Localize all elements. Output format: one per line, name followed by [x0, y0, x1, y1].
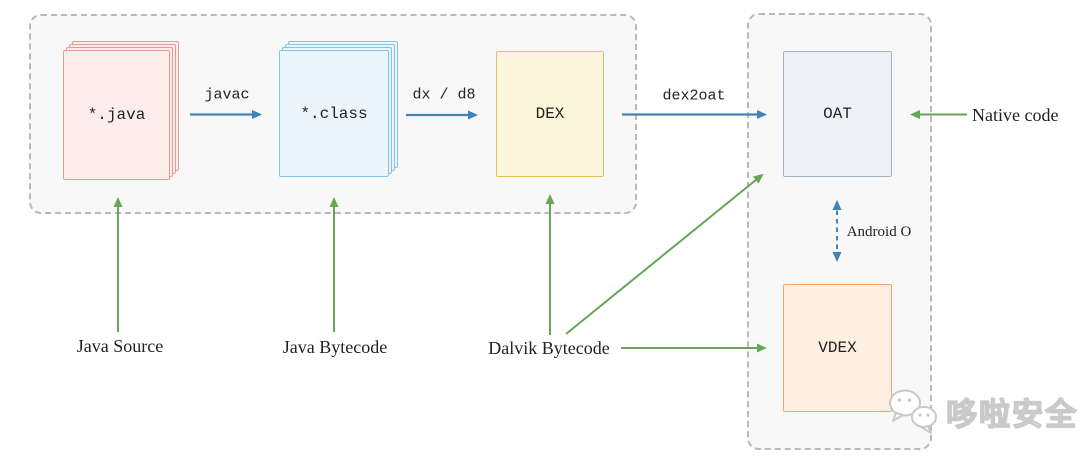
dalvik-bytecode-label: Dalvik Bytecode	[488, 338, 610, 358]
native-code-label: Native code	[972, 105, 1059, 125]
dex-box: DEX	[496, 51, 604, 177]
dex-box-label: DEX	[535, 105, 565, 123]
dex2oat-arrow-label: dex2oat	[662, 87, 726, 105]
oat-box-label: OAT	[823, 105, 852, 123]
watermark: 哆啦安全	[884, 385, 1078, 437]
java-card-label: *.java	[87, 106, 146, 124]
vdex-box: VDEX	[783, 284, 892, 412]
dxd8-arrow-label: dx / d8	[412, 86, 476, 104]
oat-box: OAT	[783, 51, 892, 177]
java-bytecode-label: Java Bytecode	[282, 337, 388, 357]
android-o-label: Android O	[846, 224, 912, 240]
wechat-icon	[889, 389, 937, 434]
watermark-text: 哆啦安全	[945, 396, 1078, 433]
java-source-label: Java Source	[76, 336, 164, 356]
vdex-box-label: VDEX	[818, 339, 857, 357]
class-card-front: *.class	[279, 50, 389, 177]
java-card-front: *.java	[63, 50, 170, 180]
javac-arrow-label: javac	[204, 86, 250, 104]
class-card-label: *.class	[300, 104, 368, 123]
